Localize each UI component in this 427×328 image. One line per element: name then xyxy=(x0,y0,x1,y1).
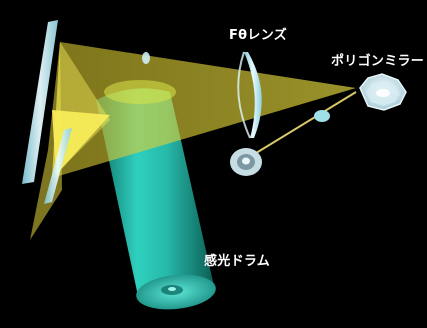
ftheta-lens-icon xyxy=(237,51,262,139)
laser-source-icon xyxy=(230,148,262,176)
mirror-plate-icon xyxy=(22,20,72,204)
polygon-mirror-label: ポリゴンミラー xyxy=(331,54,425,69)
polygon-mirror-icon xyxy=(359,73,407,111)
ftheta-lens-label: Fθレンズ xyxy=(229,28,288,43)
photosensitive-drum-label: 感光ドラム xyxy=(204,254,271,269)
